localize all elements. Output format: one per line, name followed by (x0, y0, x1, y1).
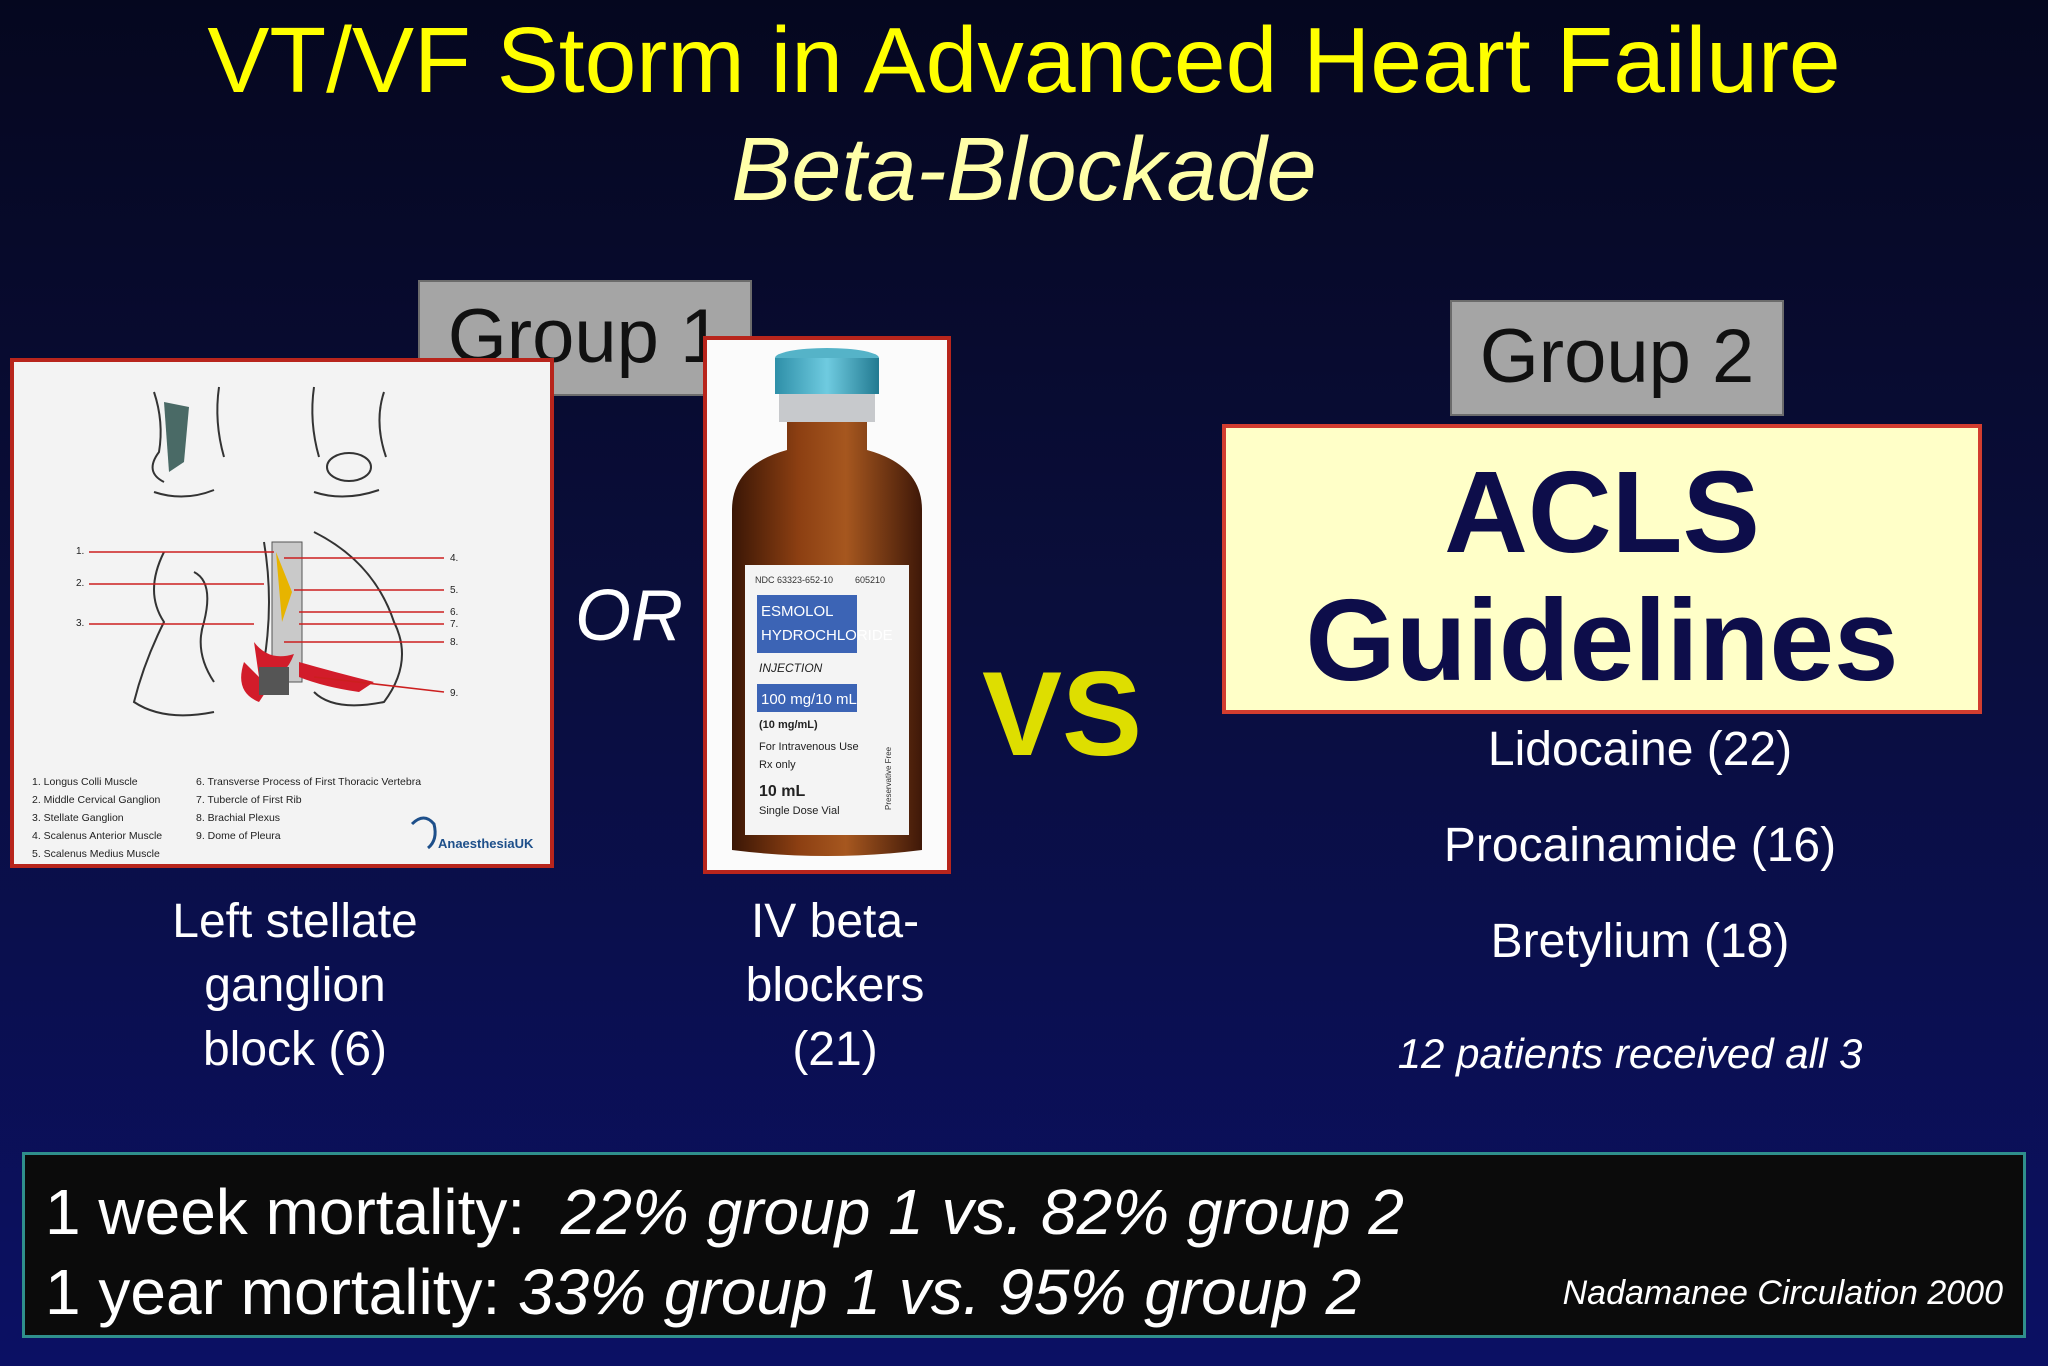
acls-title-line1: ACLS (1444, 447, 1760, 577)
vial-strength: 100 mg/10 mL (761, 691, 857, 708)
label-num-4: 4. (450, 553, 458, 564)
caption-line: (21) (792, 1023, 878, 1076)
vial-drug-line1: ESMOLOL (761, 603, 834, 620)
legend-item: 1. Longus Colli Muscle (32, 776, 138, 788)
mortality-summary-box: 1 week mortality: 22% group 1 vs. 82% gr… (22, 1152, 2026, 1338)
caption-line: blockers (745, 959, 925, 1012)
vial-type: Single Dose Vial (759, 805, 840, 817)
mortality-week-value: 22% group 1 vs. 82% group 2 (560, 1176, 1404, 1248)
legend-item: 2. Middle Cervical Ganglion (32, 794, 161, 806)
acls-title-line2: Guidelines (1305, 575, 1899, 705)
group2-label: Group 2 (1450, 300, 1784, 416)
mortality-year-value: 33% group 1 vs. 95% group 2 (518, 1256, 1362, 1328)
slide-subtitle: Beta-Blockade (731, 120, 1317, 220)
label-num-3: 3. (76, 618, 84, 629)
logo-text: AnaesthesiaUK (438, 836, 534, 851)
vial-side-text: Preservative Free (884, 746, 893, 810)
esmolol-vial-image: NDC 63323-652-10 605210 ESMOLOL HYDROCHL… (703, 336, 951, 874)
acls-guidelines-box: ACLS Guidelines (1222, 424, 1982, 714)
vial-form: INJECTION (759, 661, 823, 675)
label-num-1: 1. (76, 546, 84, 557)
label-num-5: 5. (450, 585, 458, 596)
label-num-2: 2. (76, 578, 84, 589)
drug-item: Bretylium (18) (1490, 915, 1790, 968)
mortality-week-label: 1 week mortality: (45, 1176, 526, 1248)
caption-line: block (6) (202, 1023, 388, 1076)
vial-rx: Rx only (759, 759, 796, 771)
citation: Nadamanee Circulation 2000 (1562, 1274, 2003, 1312)
group2-note: 12 patients received all 3 (1397, 1030, 1863, 1077)
vial-concentration: (10 mg/mL) (759, 719, 818, 731)
caption-line: ganglion (204, 959, 386, 1012)
caption-iv-beta-blockers: IV beta- blockers (21) (705, 890, 965, 1082)
vial-volume: 10 mL (759, 783, 805, 800)
drug-item: Procainamide (16) (1443, 819, 1837, 872)
caption-line: Left stellate (172, 895, 418, 948)
mortality-year-line: 1 year mortality: 33% group 1 vs. 95% gr… (45, 1255, 1361, 1329)
label-num-7: 7. (450, 619, 458, 630)
mortality-year-label: 1 year mortality: (45, 1256, 501, 1328)
stellate-ganglion-diagram: 1. 2. 3. 4. 5. 6. 7. 8. 9. 1. Longus Col… (10, 358, 554, 868)
legend-item: 4. Scalenus Anterior Muscle (32, 830, 162, 842)
vial-drug-line2: HYDROCHLORIDE (761, 627, 893, 644)
label-num-9: 9. (450, 688, 458, 699)
legend-item: 8. Brachial Plexus (196, 812, 280, 824)
vs-text: VS (982, 647, 1143, 781)
label-num-6: 6. (450, 607, 458, 618)
caption-stellate-block: Left stellate ganglion block (6) (120, 890, 470, 1082)
legend-item: 3. Stellate Ganglion (32, 812, 124, 824)
drug-item: Lidocaine (22) (1487, 723, 1793, 776)
caption-line: IV beta- (750, 895, 920, 948)
anaesthesiauk-logo-icon (410, 816, 437, 850)
vial-ndc: NDC 63323-652-10 (755, 575, 833, 585)
vial-illustration: NDC 63323-652-10 605210 ESMOLOL HYDROCHL… (732, 348, 922, 856)
or-text: OR (575, 576, 683, 656)
legend-item: 9. Dome of Pleura (196, 830, 281, 842)
legend-item: 6. Transverse Process of First Thoracic … (196, 776, 421, 788)
vial-route: For Intravenous Use (759, 741, 859, 753)
slide-title: VT/VF Storm in Advanced Heart Failure (207, 8, 1841, 112)
label-num-8: 8. (450, 637, 458, 648)
vial-code: 605210 (855, 575, 885, 585)
anatomy-illustration: 1. 2. 3. 4. 5. 6. 7. 8. 9. 1. Longus Col… (32, 386, 534, 860)
legend-item: 7. Tubercle of First Rib (196, 794, 302, 806)
legend-item: 5. Scalenus Medius Muscle (32, 848, 160, 860)
mortality-week-line: 1 week mortality: 22% group 1 vs. 82% gr… (45, 1175, 1404, 1249)
